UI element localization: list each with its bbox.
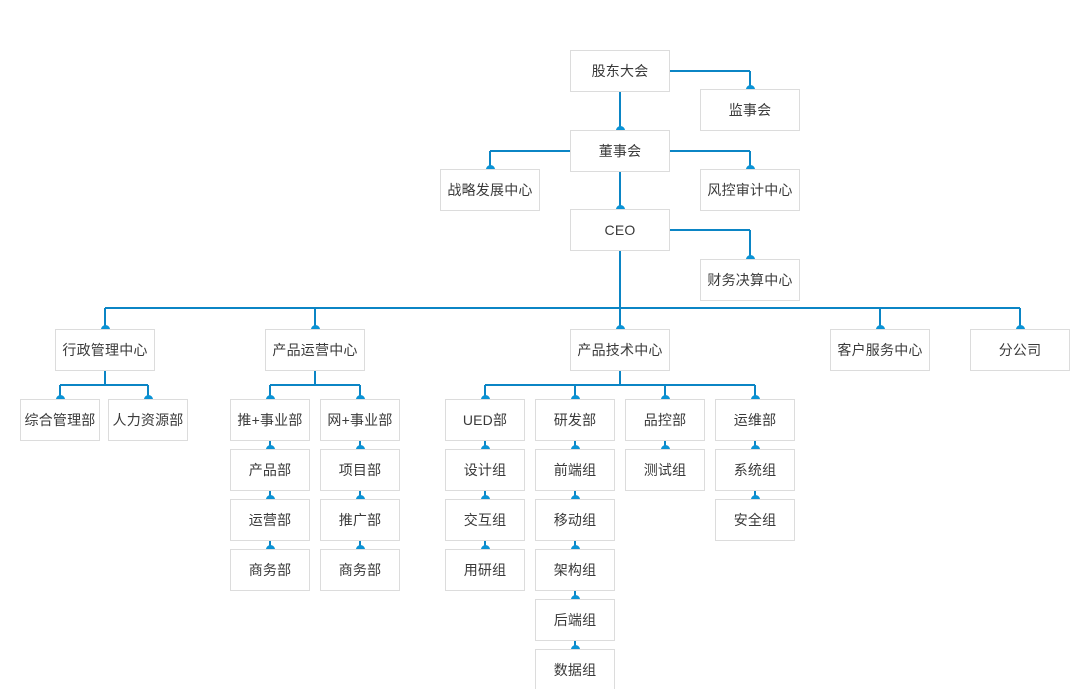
org-node-d3[interactable]: 交互组 (445, 499, 525, 541)
org-node-n02[interactable]: 监事会 (700, 89, 800, 131)
org-node-label: 风控审计中心 (707, 181, 793, 198)
org-node-label: 综合管理部 (24, 411, 96, 428)
org-node-g1[interactable]: 运维部 (715, 399, 795, 441)
org-node-label: 品控部 (643, 411, 687, 428)
org-node-label: 推广部 (338, 511, 382, 528)
org-node-label: 财务决算中心 (707, 271, 793, 288)
org-node-label: 网+事业部 (327, 411, 393, 428)
org-node-b3[interactable]: 运营部 (230, 499, 310, 541)
org-node-c3[interactable]: 产品技术中心 (570, 329, 670, 371)
org-node-label: 系统组 (733, 461, 777, 478)
org-node-label: 产品部 (248, 461, 292, 478)
org-node-a1[interactable]: 综合管理部 (20, 399, 100, 441)
org-node-n01[interactable]: 股东大会 (570, 50, 670, 92)
org-node-label: 商务部 (248, 561, 292, 578)
org-node-label: 人力资源部 (112, 411, 184, 428)
org-node-g2[interactable]: 系统组 (715, 449, 795, 491)
org-node-label: 产品运营中心 (272, 341, 358, 358)
org-node-a2[interactable]: 人力资源部 (108, 399, 188, 441)
org-node-label: 后端组 (553, 611, 597, 628)
org-node-e2[interactable]: 前端组 (535, 449, 615, 491)
org-node-label: 研发部 (553, 411, 597, 428)
org-node-e1[interactable]: 研发部 (535, 399, 615, 441)
org-node-label: 设计组 (463, 461, 507, 478)
org-node-d1[interactable]: UED部 (445, 399, 525, 441)
org-node-label: 测试组 (643, 461, 687, 478)
org-node-label: 运维部 (733, 411, 777, 428)
org-node-f1[interactable]: 品控部 (625, 399, 705, 441)
org-node-label: 架构组 (553, 561, 597, 578)
org-node-n07[interactable]: 财务决算中心 (700, 259, 800, 301)
org-node-d2[interactable]: 设计组 (445, 449, 525, 491)
org-node-b6[interactable]: 项目部 (320, 449, 400, 491)
org-node-b4[interactable]: 商务部 (230, 549, 310, 591)
org-node-g3[interactable]: 安全组 (715, 499, 795, 541)
org-node-n06[interactable]: CEO (570, 209, 670, 251)
org-node-c4[interactable]: 客户服务中心 (830, 329, 930, 371)
org-node-c5[interactable]: 分公司 (970, 329, 1070, 371)
org-node-e5[interactable]: 后端组 (535, 599, 615, 641)
org-node-e6[interactable]: 数据组 (535, 649, 615, 689)
org-node-n05[interactable]: 风控审计中心 (700, 169, 800, 211)
org-node-label: 推+事业部 (237, 411, 303, 428)
org-node-c2[interactable]: 产品运营中心 (265, 329, 365, 371)
org-node-n03[interactable]: 董事会 (570, 130, 670, 172)
org-node-e3[interactable]: 移动组 (535, 499, 615, 541)
org-node-label: CEO (604, 221, 636, 238)
org-node-b5[interactable]: 网+事业部 (320, 399, 400, 441)
org-node-label: 客户服务中心 (837, 341, 923, 358)
org-node-b8[interactable]: 商务部 (320, 549, 400, 591)
org-node-label: 用研组 (463, 561, 507, 578)
org-node-c1[interactable]: 行政管理中心 (55, 329, 155, 371)
org-node-label: 董事会 (598, 142, 642, 159)
org-node-label: UED部 (462, 411, 508, 428)
org-node-label: 交互组 (463, 511, 507, 528)
org-node-label: 股东大会 (591, 62, 649, 79)
org-node-label: 数据组 (553, 661, 597, 678)
org-node-label: 安全组 (733, 511, 777, 528)
org-node-label: 前端组 (553, 461, 597, 478)
org-node-label: 监事会 (728, 101, 772, 118)
org-node-b2[interactable]: 产品部 (230, 449, 310, 491)
org-node-label: 运营部 (248, 511, 292, 528)
org-node-e4[interactable]: 架构组 (535, 549, 615, 591)
org-node-b7[interactable]: 推广部 (320, 499, 400, 541)
org-node-f2[interactable]: 测试组 (625, 449, 705, 491)
org-node-label: 战略发展中心 (447, 181, 533, 198)
org-node-b1[interactable]: 推+事业部 (230, 399, 310, 441)
org-node-label: 商务部 (338, 561, 382, 578)
org-node-label: 产品技术中心 (577, 341, 663, 358)
org-node-label: 项目部 (338, 461, 382, 478)
org-node-label: 行政管理中心 (62, 341, 148, 358)
org-node-d4[interactable]: 用研组 (445, 549, 525, 591)
org-node-label: 分公司 (998, 341, 1042, 358)
org-node-label: 移动组 (553, 511, 597, 528)
org-node-n04[interactable]: 战略发展中心 (440, 169, 540, 211)
